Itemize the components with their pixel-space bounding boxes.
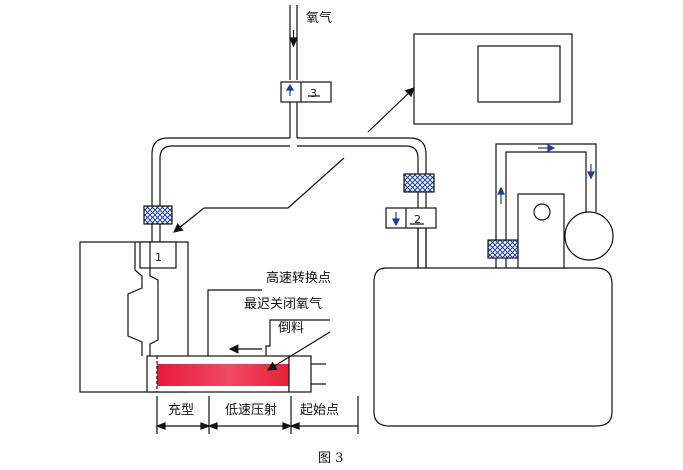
plunger <box>288 355 326 393</box>
pump-unit <box>517 193 614 269</box>
control-box <box>413 33 573 125</box>
shot-sleeve <box>146 355 290 393</box>
leader-high-speed <box>207 289 262 356</box>
valve-3 <box>280 81 332 103</box>
low-speed-inject-label: 低速压射 <box>225 402 277 418</box>
filter-left <box>143 205 173 225</box>
valve-1-label: 1 <box>155 251 162 264</box>
oxygen-inlet-line <box>289 5 298 80</box>
high-speed-point-label: 高速转换点 <box>266 270 331 286</box>
pour-label: 倒料 <box>278 321 304 336</box>
fill-label: 充型 <box>168 402 194 418</box>
oxygen-tank <box>373 267 613 427</box>
oxygen-manifold-pipe <box>151 137 427 268</box>
leader-close-oxygen <box>265 319 330 356</box>
valve-2-label: 2 <box>414 213 421 226</box>
pour-arrow <box>266 331 331 371</box>
valve-3-label: 3 <box>310 87 317 100</box>
stroke-dimension <box>155 396 359 434</box>
leader-filter <box>204 157 345 209</box>
flow-arrows <box>497 144 595 204</box>
filter-tank <box>487 239 519 259</box>
filter-right <box>403 173 435 193</box>
valve-2 <box>385 207 437 229</box>
leader-control-box <box>367 87 415 133</box>
oxygen-label: 氧气 <box>306 10 332 26</box>
start-point-label: 起始点 <box>300 403 339 418</box>
circulation-loop <box>495 143 597 268</box>
figure-caption: 图 3 <box>318 451 343 466</box>
latest-close-oxygen-label: 最迟关闭氧气 <box>244 296 322 312</box>
